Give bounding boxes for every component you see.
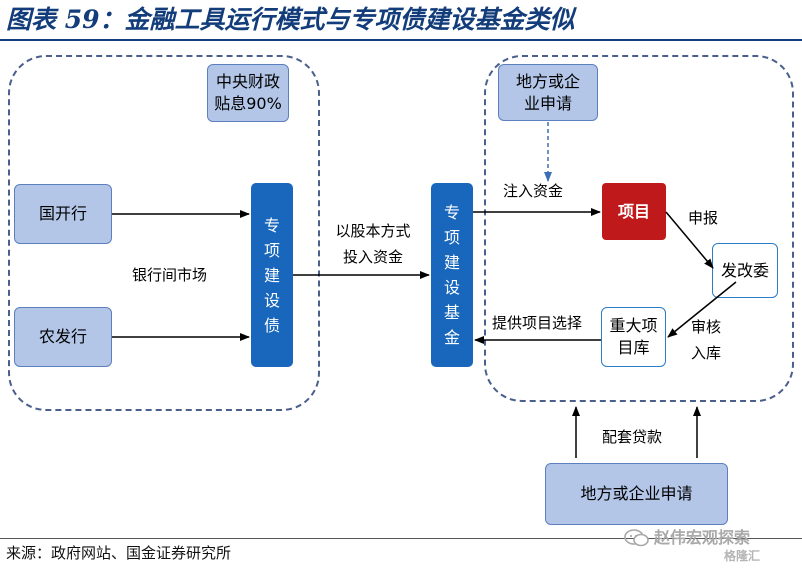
major-project-lib-box: 重大项目库 xyxy=(601,307,666,367)
watermark: 赵伟宏观探索 格隆汇 xyxy=(624,526,800,566)
left-group-frame xyxy=(8,55,320,411)
central-fiscal-text: 中央财政贴息90% xyxy=(214,72,282,113)
watermark-sub: 格隆汇 xyxy=(724,549,761,563)
label-loan: 配套贷款 xyxy=(602,428,663,446)
arrow-ndrc-to-library xyxy=(667,281,737,338)
adbc-text: 农发行 xyxy=(38,327,87,346)
arrow-project-to-ndrc xyxy=(665,211,714,269)
label-interbank: 银行间市场 xyxy=(132,266,208,284)
title-rule xyxy=(0,39,802,41)
local-apply-top-text: 地方或企业申请 xyxy=(515,71,580,113)
label-report: 申报 xyxy=(688,209,719,227)
special-bond-text: 专项建设债 xyxy=(263,215,280,335)
watermark-name: 赵伟宏观探索 xyxy=(654,528,751,547)
adbc-box: 农发行 xyxy=(14,307,112,367)
footer-rule xyxy=(0,538,802,539)
local-apply-bottom-box: 地方或企业申请 xyxy=(545,463,728,525)
figure-title: 图表 59：金融工具运行模式与专项债建设基金类似 xyxy=(6,5,575,34)
project-text: 项目 xyxy=(617,201,650,221)
project-box: 项目 xyxy=(602,183,666,240)
wechat-icon xyxy=(624,529,649,547)
label-provide: 提供项目选择 xyxy=(492,314,583,332)
local-apply-bottom-text: 地方或企业申请 xyxy=(580,484,693,503)
label-equity-invest: 以股本方式投入资金 xyxy=(335,222,411,266)
special-fund-box: 专项建设基金 xyxy=(431,183,473,367)
central-fiscal-box: 中央财政贴息90% xyxy=(207,64,289,122)
cdb-text: 国开行 xyxy=(38,204,87,223)
right-group-frame xyxy=(484,55,794,402)
special-bond-box: 专项建设债 xyxy=(251,183,293,367)
source-note: 来源：政府网站、国金证券研究所 xyxy=(6,544,232,562)
label-inject: 注入资金 xyxy=(503,182,564,200)
cdb-box: 国开行 xyxy=(14,184,112,244)
special-fund-text: 专项建设基金 xyxy=(443,203,460,347)
major-project-lib-text: 重大项目库 xyxy=(609,316,658,357)
local-apply-top-box: 地方或企业申请 xyxy=(498,64,598,121)
label-review: 审核入库 xyxy=(690,318,721,362)
ndrc-box: 发改委 xyxy=(712,243,778,298)
ndrc-text: 发改委 xyxy=(720,260,769,280)
